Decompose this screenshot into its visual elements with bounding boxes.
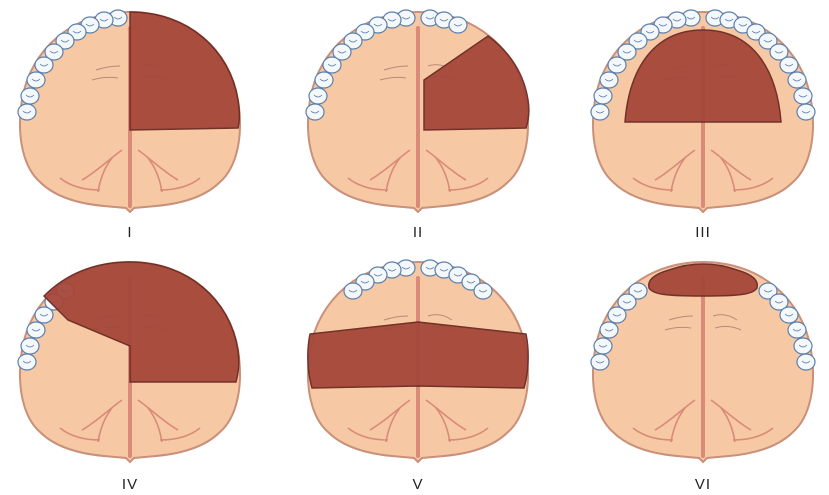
- tooth: [474, 283, 492, 299]
- tooth: [608, 57, 626, 73]
- tooth: [591, 104, 609, 120]
- tooth: [797, 104, 815, 120]
- tooth: [21, 338, 39, 354]
- tooth: [600, 72, 618, 88]
- tooth: [780, 307, 798, 323]
- resected-area: [308, 322, 528, 388]
- panel-label-V: V: [288, 476, 548, 493]
- tooth: [594, 88, 612, 104]
- palate-diagram-IV: [0, 250, 260, 470]
- tooth: [35, 307, 53, 323]
- panel-II: II: [288, 0, 548, 245]
- palate-diagram-VI: [573, 250, 829, 470]
- panel-label-III: III: [573, 224, 829, 241]
- panel-label-VI: VI: [573, 476, 829, 493]
- tooth: [18, 354, 36, 370]
- panel-V: V: [288, 250, 548, 495]
- panel-III: III: [573, 0, 829, 245]
- tooth: [449, 17, 467, 33]
- palate-diagram-I: [0, 0, 260, 220]
- resected-area: [130, 12, 240, 130]
- palate-diagram-V: [288, 250, 548, 470]
- tooth: [591, 354, 609, 370]
- tooth: [797, 354, 815, 370]
- tooth: [794, 338, 812, 354]
- tooth: [35, 57, 53, 73]
- panel-label-I: I: [0, 224, 260, 241]
- tooth: [608, 307, 626, 323]
- tooth: [323, 57, 341, 73]
- tooth: [18, 104, 36, 120]
- tooth: [600, 322, 618, 338]
- tooth: [344, 283, 362, 299]
- panel-label-II: II: [288, 224, 548, 241]
- tooth: [21, 88, 39, 104]
- panel-IV: IV: [0, 250, 260, 495]
- tooth: [306, 104, 324, 120]
- tooth: [309, 88, 327, 104]
- tooth: [788, 72, 806, 88]
- tooth: [788, 322, 806, 338]
- tooth: [594, 338, 612, 354]
- tooth: [27, 322, 45, 338]
- panel-label-IV: IV: [0, 476, 260, 493]
- palate-diagram-II: [288, 0, 548, 220]
- palate-diagram-III: [573, 0, 829, 220]
- tooth: [315, 72, 333, 88]
- tooth: [27, 72, 45, 88]
- tooth: [794, 88, 812, 104]
- tooth: [780, 57, 798, 73]
- panel-I: I: [0, 0, 260, 245]
- panel-VI: VI: [573, 250, 829, 495]
